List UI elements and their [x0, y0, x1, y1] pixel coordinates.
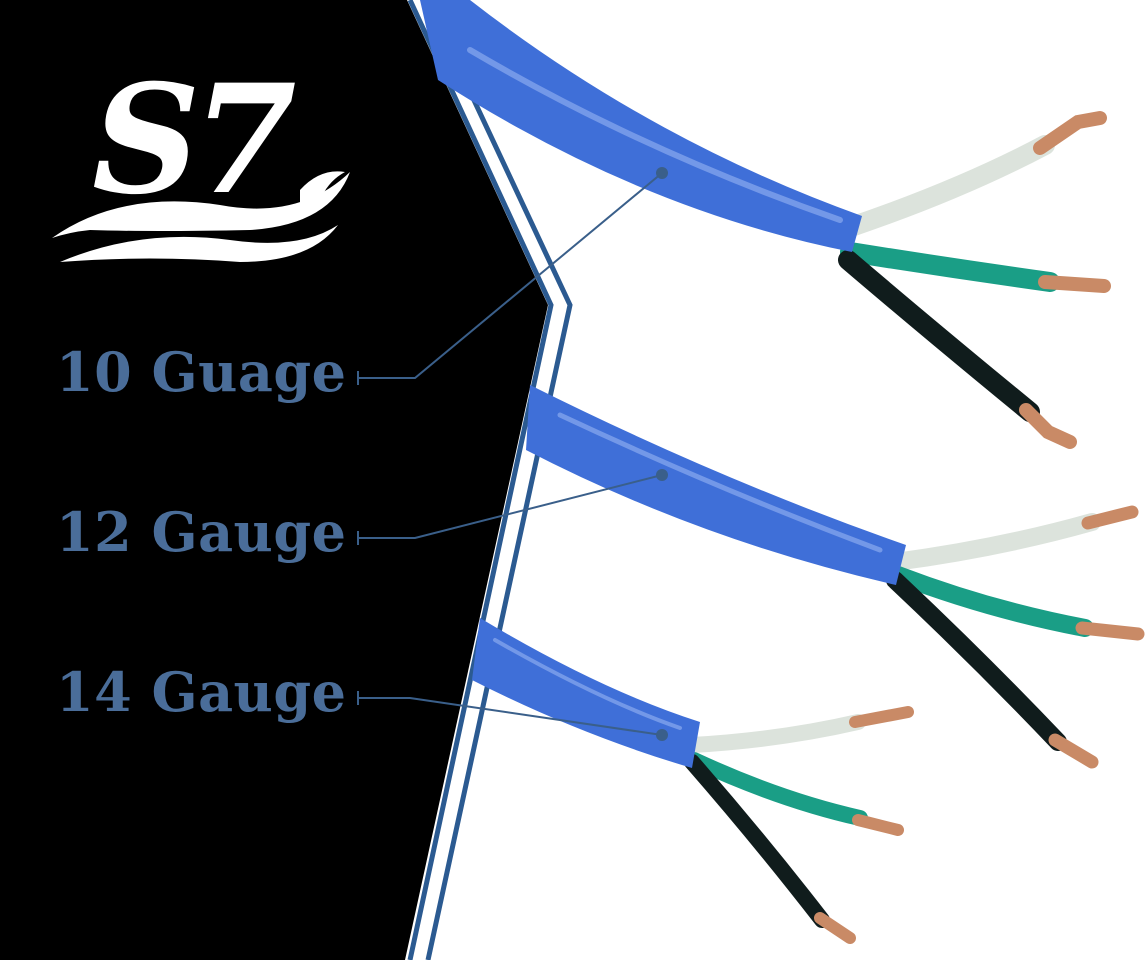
- cable-12-gauge: [526, 385, 1145, 769]
- logo-text: S7: [92, 52, 295, 228]
- logo-splash-icon: [300, 171, 345, 206]
- logo-wave-1-icon: [52, 172, 350, 238]
- leader-lines: [357, 167, 668, 741]
- logo-wave-2-icon: [60, 225, 338, 262]
- black-panel: [0, 0, 548, 960]
- label-10-gauge: 10 Guage: [56, 340, 347, 404]
- cable-10-gauge: [420, 0, 1111, 449]
- border-stripe-inner: [407, 0, 554, 960]
- border-stripe-mid: [414, 0, 564, 960]
- cable-14-gauge: [472, 618, 914, 944]
- s7-wave-logo: S7: [52, 52, 350, 262]
- label-12-gauge: 12 Gauge: [56, 500, 347, 564]
- label-14-gauge: 14 Gauge: [56, 660, 347, 724]
